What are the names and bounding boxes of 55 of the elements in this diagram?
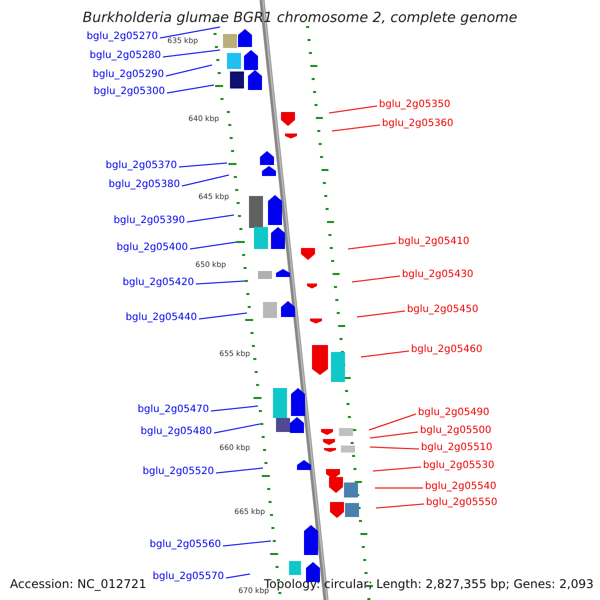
gene-label: bglu_2g05420 — [122, 277, 194, 289]
leader-line — [376, 504, 424, 508]
gene-label: bglu_2g05500 — [420, 425, 492, 437]
gene-label: bglu_2g05360 — [382, 118, 454, 130]
gene-label: bglu_2g05570 — [152, 571, 224, 583]
leader-line — [328, 106, 378, 114]
leader-line — [356, 310, 406, 318]
gene-label: bglu_2g05280 — [90, 50, 161, 62]
leader-line — [162, 50, 220, 58]
gene-label: bglu_2g05480 — [140, 426, 212, 438]
gene-label: bglu_2g05450 — [407, 304, 478, 316]
gene-label: bglu_2g05520 — [142, 466, 214, 478]
gene-label: bglu_2g05370 — [106, 160, 177, 172]
gene-label: bglu_2g05400 — [116, 242, 188, 254]
leader-line — [160, 26, 220, 38]
footer-text: Accession: NC_012721 — [10, 577, 146, 591]
leader-line — [178, 162, 228, 168]
gene-label: bglu_2g05410 — [398, 236, 470, 248]
diagram-title: Burkholderia glumae BGR1 chromosome 2, complete genome — [82, 9, 518, 27]
leader-line — [166, 64, 212, 76]
gene-label: bglu_2g05270 — [86, 31, 158, 43]
gene-label: bglu_2g05290 — [92, 69, 164, 81]
leader-line — [370, 432, 418, 438]
gene-label: bglu_2g05550 — [426, 497, 498, 509]
leader-line — [196, 280, 246, 284]
gene-label: bglu_2g05300 — [94, 86, 165, 98]
leader-line — [368, 414, 416, 430]
gene-label: bglu_2g05540 — [425, 481, 496, 493]
gene-label: bglu_2g05440 — [126, 312, 197, 324]
leader-line — [216, 468, 264, 474]
gene-label: bglu_2g05510 — [421, 442, 492, 454]
leader-line — [198, 312, 248, 320]
gene-label: bglu_2g05390 — [114, 215, 185, 227]
leader-line — [222, 540, 272, 546]
leader-line — [166, 84, 214, 94]
leader-line — [190, 242, 238, 250]
leader-line — [182, 174, 230, 186]
gene-label: bglu_2g05490 — [418, 407, 490, 419]
leader-line — [210, 406, 258, 412]
gene-label: bglu_2g05350 — [379, 99, 450, 111]
leader-line — [214, 424, 260, 434]
gene-label: bglu_2g05560 — [150, 539, 221, 551]
gene-label: bglu_2g05460 — [411, 344, 482, 356]
leader-line — [226, 574, 250, 578]
leader-line — [360, 350, 410, 358]
gene-label: bglu_2g05470 — [138, 404, 209, 416]
leader-line — [348, 242, 396, 250]
leader-line — [372, 466, 422, 472]
leader-line — [186, 214, 234, 222]
leader-line — [352, 276, 400, 282]
leader-line — [370, 446, 420, 450]
leader-line — [332, 124, 380, 132]
gene-label: bglu_2g05380 — [108, 179, 180, 191]
gene-label: bglu_2g05430 — [402, 269, 474, 281]
gene-label: bglu_2g05530 — [423, 460, 494, 472]
